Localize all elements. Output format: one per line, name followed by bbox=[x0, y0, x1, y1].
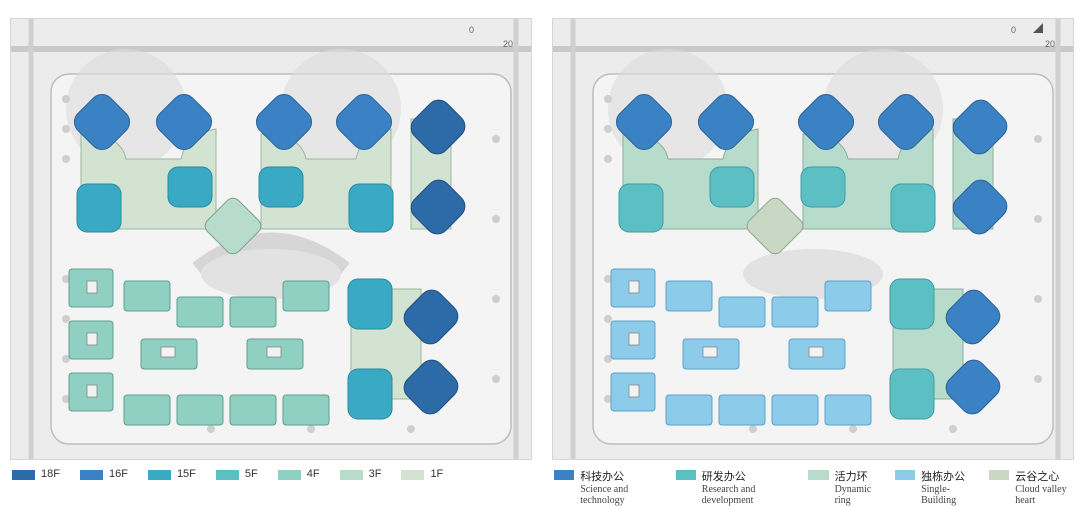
legend-item-1f: 1F bbox=[401, 468, 443, 481]
legend-label: 5F bbox=[244, 468, 258, 480]
building-cores bbox=[86, 280, 282, 398]
legend-item-4f: 4F bbox=[277, 468, 320, 481]
legend-swatch bbox=[339, 470, 363, 480]
legend-label-en: Cloud valley heart bbox=[1015, 484, 1067, 506]
legend-label-en: Science and technology bbox=[580, 484, 629, 506]
legend-label: 3F bbox=[368, 468, 382, 480]
function-site-plan: 0 20 bbox=[552, 18, 1074, 460]
legend-swatch bbox=[401, 470, 425, 480]
legend-label-cn: 云谷之心 bbox=[1015, 471, 1060, 483]
legend-item-15f: 15F bbox=[147, 468, 196, 481]
legend-item-5f: 5F bbox=[215, 468, 258, 481]
scale-label-twenty: 20 bbox=[1045, 39, 1056, 49]
legend-swatch bbox=[554, 470, 575, 480]
scale-label-twenty: 20 bbox=[503, 39, 514, 49]
legend-label-cn: 研发办公 bbox=[701, 471, 746, 483]
legend-swatch bbox=[989, 470, 1010, 480]
legend-label-en: Single-Building bbox=[921, 484, 957, 506]
legend-item-single-building: 独栋办公 Single-Building bbox=[894, 468, 977, 506]
right-plan-drawing bbox=[553, 19, 1073, 459]
trees bbox=[604, 95, 1042, 433]
trees bbox=[62, 95, 500, 433]
legend-item-18f: 18F bbox=[12, 468, 60, 481]
legend-item-science-technology: 科技办公 Science and technology bbox=[554, 468, 664, 506]
legend-label-cn: 独栋办公 bbox=[921, 471, 966, 483]
research-development-office bbox=[618, 166, 936, 420]
legend-item-dynamic-ring: 活力环 Dynamic ring bbox=[808, 468, 882, 506]
legend-label: 1F bbox=[430, 468, 444, 480]
tower-16f bbox=[73, 93, 393, 151]
science-technology-office bbox=[615, 93, 1008, 415]
legend-label-cn: 活力环 bbox=[834, 471, 868, 483]
tower-18f bbox=[403, 99, 466, 415]
legend-swatch bbox=[12, 470, 35, 480]
legend-label-en: Research and development bbox=[701, 484, 756, 506]
legend-swatch bbox=[675, 470, 696, 480]
left-plan-drawing bbox=[11, 19, 531, 459]
legend-swatch bbox=[147, 470, 171, 480]
north-arrow-icon bbox=[1033, 23, 1043, 33]
legend-swatch bbox=[79, 470, 103, 480]
legend-label-cn: 科技办公 bbox=[580, 471, 625, 483]
floor-height-legend: 18F 16F 15F 5F 4F 3F 1F bbox=[12, 468, 463, 481]
legend-label: 18F bbox=[41, 468, 60, 480]
floor-height-site-plan: 0 20 bbox=[10, 18, 532, 460]
legend-swatch bbox=[808, 470, 829, 480]
function-legend: 科技办公 Science and technology 研发办公 Researc… bbox=[554, 468, 1080, 506]
legend-item-3f: 3F bbox=[339, 468, 382, 481]
legend-swatch bbox=[215, 470, 239, 480]
single-building-office bbox=[610, 268, 872, 426]
legend-label: 4F bbox=[306, 468, 320, 480]
legend-item-research-development: 研发办公 Research and development bbox=[675, 468, 797, 506]
tower-15f bbox=[76, 166, 394, 420]
building-cores bbox=[628, 280, 824, 398]
heart-pavilion bbox=[204, 197, 262, 255]
legend-label-en: Dynamic ring bbox=[834, 484, 872, 506]
scale-label-zero: 0 bbox=[469, 25, 475, 35]
cloud-valley-heart bbox=[746, 197, 804, 255]
legend-label: 15F bbox=[176, 468, 196, 480]
legend-item-cloud-valley-heart: 云谷之心 Cloud valley heart bbox=[989, 468, 1080, 506]
scale-label-zero: 0 bbox=[1011, 25, 1017, 35]
legend-swatch bbox=[894, 470, 916, 480]
legend-label: 16F bbox=[108, 468, 128, 480]
legend-swatch bbox=[277, 470, 301, 480]
legend-item-16f: 16F bbox=[79, 468, 128, 481]
